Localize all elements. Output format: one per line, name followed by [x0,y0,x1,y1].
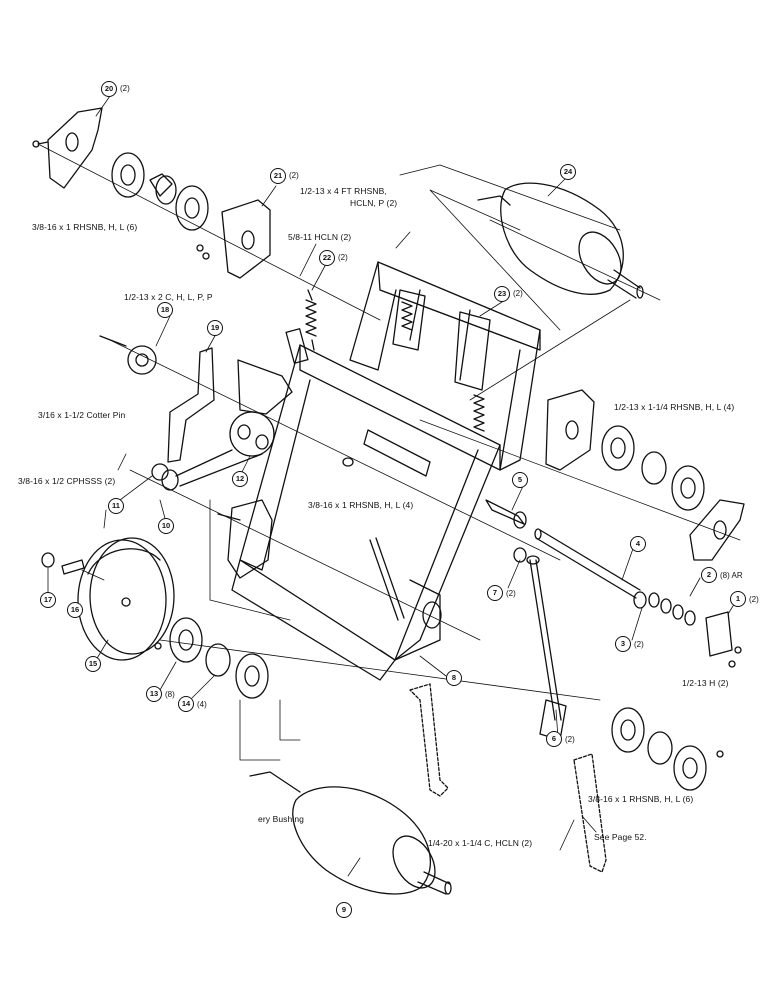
callout-4[interactable]: 4 [630,536,646,552]
flange-bearing-top-left [111,152,209,231]
note-bolt-right-mid: 1/2-13 x 1-1/4 RHSNB, H, L (4) [614,402,735,412]
note-bolt-top-mid-1: 1/2-13 x 4 FT RHSNB, [300,186,387,196]
callout-20[interactable]: 20 [101,81,117,97]
handle-left [409,683,449,797]
callout-5[interactable]: 5 [512,472,528,488]
bushings-12 [175,411,275,487]
washer-17 [41,552,55,568]
qty-22: (2) [338,253,348,262]
qty-21: (2) [289,171,299,180]
roller-24 [477,182,644,299]
callout-7[interactable]: 7 [487,585,503,601]
rod-left [369,537,405,621]
callout-17[interactable]: 17 [40,592,56,608]
spring-mid [401,301,413,331]
bushing-3 [633,591,647,609]
bracket-frame-left [227,499,273,579]
note-nut-right: 1/2-13 H (2) [682,678,729,688]
callout-23[interactable]: 23 [494,286,510,302]
qty-1: (2) [749,595,759,604]
callout-6[interactable]: 6 [546,731,562,747]
callout-1[interactable]: 1 [730,591,746,607]
qty-23: (2) [513,289,523,298]
note-see-page[interactable]: See Page 52. [594,832,647,842]
qty-3: (2) [634,640,644,649]
callout-16[interactable]: 16 [67,602,83,618]
assembly-lines [39,144,741,761]
callout-3[interactable]: 3 [615,636,631,652]
main-frame [231,261,541,681]
flange-bearing-right [601,425,705,511]
callout-14[interactable]: 14 [178,696,194,712]
qty-13: (8) [165,690,175,699]
plate-right [689,499,745,561]
flange-bearing-left [154,617,269,699]
callout-22[interactable]: 22 [319,250,335,266]
rod-6 [513,547,567,741]
spring-22 [305,289,317,351]
callout-12[interactable]: 12 [232,471,248,487]
callout-2[interactable]: 2 [701,567,717,583]
note-cphsss: 3/8-16 x 1/2 CPHSSS (2) [18,476,116,486]
qty-7: (2) [506,589,516,598]
callout-8[interactable]: 8 [446,670,462,686]
bracket-21 [221,199,271,279]
callout-18[interactable]: 18 [157,302,173,318]
callout-13[interactable]: 13 [146,686,162,702]
bracket-right [545,389,595,471]
plate-1 [705,611,733,657]
tube-center [363,429,431,477]
sheave-15 [77,537,175,661]
qty-20: (2) [120,84,130,93]
note-bolt-top-left: 3/8-16 x 1 RHSNB, H, L (6) [32,222,138,232]
callout-19[interactable]: 19 [207,320,223,336]
callout-11[interactable]: 11 [108,498,124,514]
note-bushing: ery Bushing [258,814,304,824]
qty-14: (4) [197,700,207,709]
note-bolt-center: 3/8-16 x 1 RHSNB, H, L (4) [308,500,414,510]
qty-6: (2) [565,735,575,744]
handle-right [573,753,607,873]
note-cotter-pin: 3/16 x 1-1/2 Cotter Pin [38,410,126,420]
spring-23 [473,394,485,432]
note-bolt-left-mid: 1/2-13 x 2 C, H, L, P, P [124,292,213,302]
callout-15[interactable]: 15 [85,656,101,672]
bracket-center-left [237,359,293,415]
leader-lines [47,95,739,877]
note-bolt-bottom: 1/4-20 x 1-1/4 C, HCLN (2) [428,838,533,848]
callout-10[interactable]: 10 [158,518,174,534]
key-16 [61,559,85,575]
roller-9 [249,771,452,895]
callout-24[interactable]: 24 [560,164,576,180]
note-bolt-bottom-right: 3/8-16 x 1 RHSNB, H, L (6) [588,794,694,804]
shaft-4 [534,528,641,599]
flange-bearing-bottom-right [611,707,724,791]
arm-19 [151,347,215,491]
callout-9[interactable]: 9 [336,902,352,918]
flange-18 [127,345,157,375]
plate-20 [47,107,103,189]
note-bolt-top-mid-2: HCLN, P (2) [350,198,398,208]
washers-2 [648,592,696,626]
bushing-5 [485,499,525,525]
note-hcln-5-8: 5/8-11 HCLN (2) [288,232,352,242]
callout-21[interactable]: 21 [270,168,286,184]
qty-2: (8) AR [720,571,743,580]
